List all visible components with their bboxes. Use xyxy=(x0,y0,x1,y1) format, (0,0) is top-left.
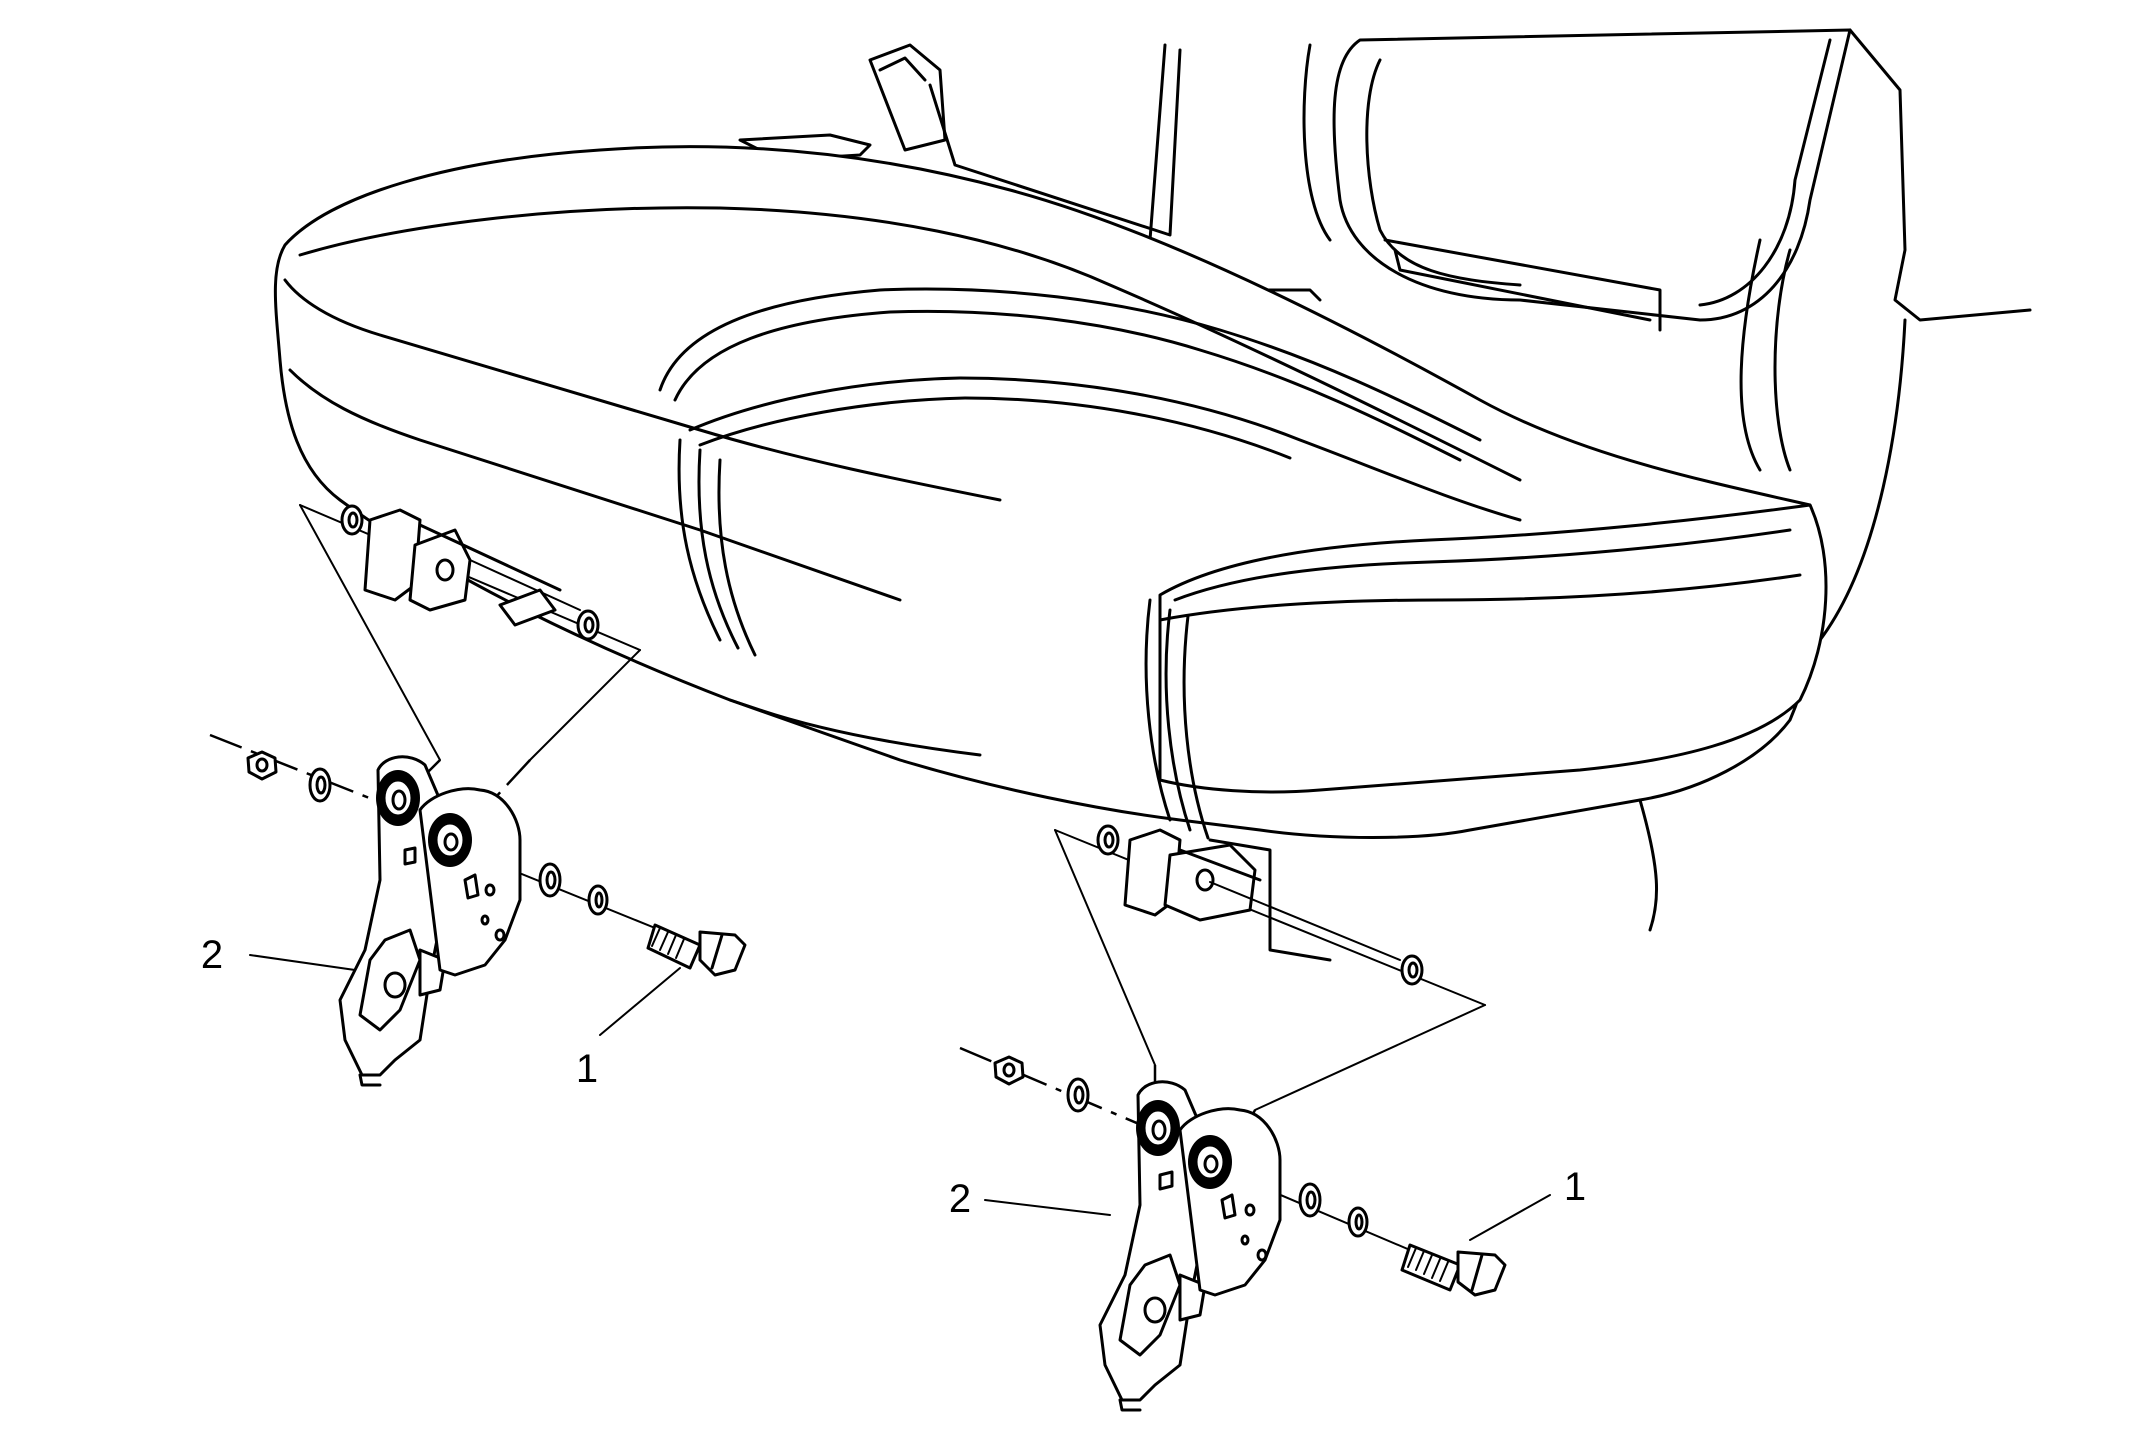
right-exploded-assembly xyxy=(959,1046,1551,1412)
bolt-illustration xyxy=(646,923,747,977)
hinge-bracket-illustration xyxy=(1178,1107,1282,1297)
right-mount-detail xyxy=(1054,824,1486,1111)
seat-cushion-illustration xyxy=(273,145,1828,962)
bolt-illustration xyxy=(1400,1243,1507,1297)
leader-line xyxy=(249,954,356,971)
washer-illustration xyxy=(587,884,609,916)
left-exploded-assembly xyxy=(209,733,747,1087)
nut-illustration xyxy=(246,750,278,781)
left-mount-detail xyxy=(299,504,641,761)
leader-line xyxy=(984,1199,1111,1216)
callout-left-hinge: 2 xyxy=(201,933,223,977)
leader-line xyxy=(599,967,681,1036)
seat-back-illustration xyxy=(738,28,2032,642)
leader-line xyxy=(1469,1194,1551,1241)
hinge-bracket-illustration xyxy=(418,787,522,977)
washer-illustration xyxy=(1347,1206,1369,1238)
washer-illustration xyxy=(1298,1182,1322,1218)
callout-right-hinge: 2 xyxy=(949,1177,971,1221)
nut-illustration xyxy=(993,1055,1025,1086)
callout-left-bolt: 1 xyxy=(576,1047,598,1091)
washer-illustration xyxy=(538,862,562,898)
callout-right-bolt: 1 xyxy=(1564,1165,1586,1209)
washer-illustration xyxy=(1066,1077,1090,1113)
washer-illustration xyxy=(308,767,332,803)
